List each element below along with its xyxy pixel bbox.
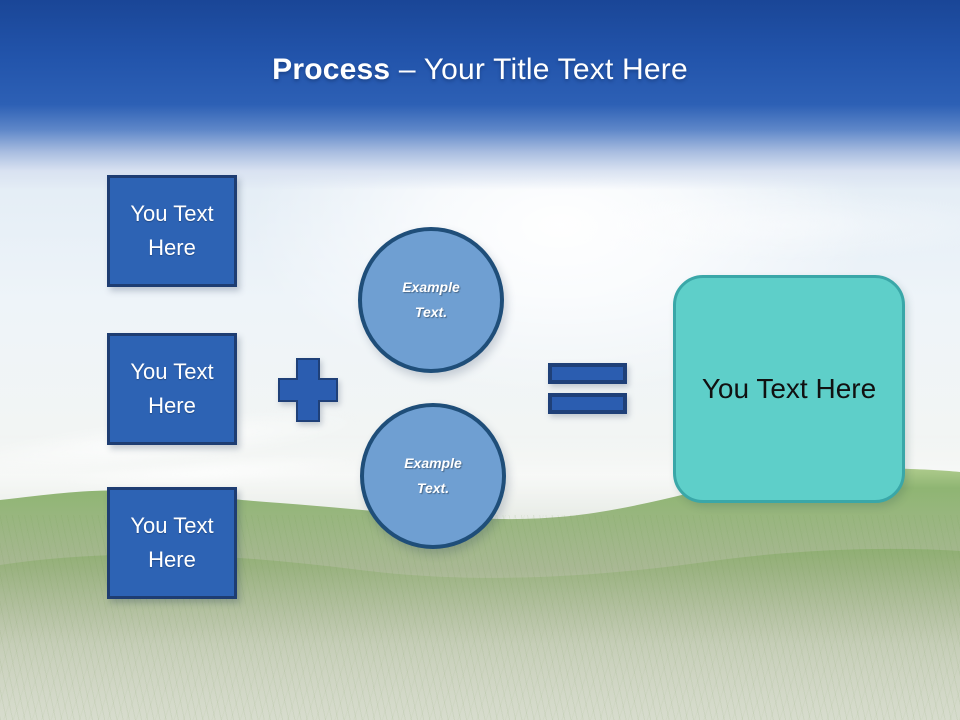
example-circle-1: Example Text. <box>358 227 504 373</box>
title-keyword: Process <box>272 53 391 86</box>
input-box-1: You Text Here <box>107 175 237 287</box>
title-rest: – Your Title Text Here <box>390 53 688 86</box>
plus-icon <box>278 358 338 422</box>
equals-icon <box>548 363 627 414</box>
slide-title: Process – Your Title Text Here <box>0 53 960 87</box>
input-box-label: You Text Here <box>130 513 214 572</box>
result-box: You Text Here <box>673 275 905 503</box>
cloud <box>560 190 960 260</box>
input-box-3: You Text Here <box>107 487 237 599</box>
equals-bar <box>548 363 627 384</box>
circle-label: Example Text. <box>402 279 460 320</box>
result-label: You Text Here <box>701 373 877 404</box>
grass-hills <box>0 467 960 720</box>
equals-bar <box>548 393 627 414</box>
input-box-label: You Text Here <box>130 359 214 418</box>
example-circle-2: Example Text. <box>360 403 506 549</box>
header-band <box>0 0 960 190</box>
circle-label: Example Text. <box>404 455 462 496</box>
input-box-label: You Text Here <box>130 201 214 260</box>
input-box-2: You Text Here <box>107 333 237 445</box>
